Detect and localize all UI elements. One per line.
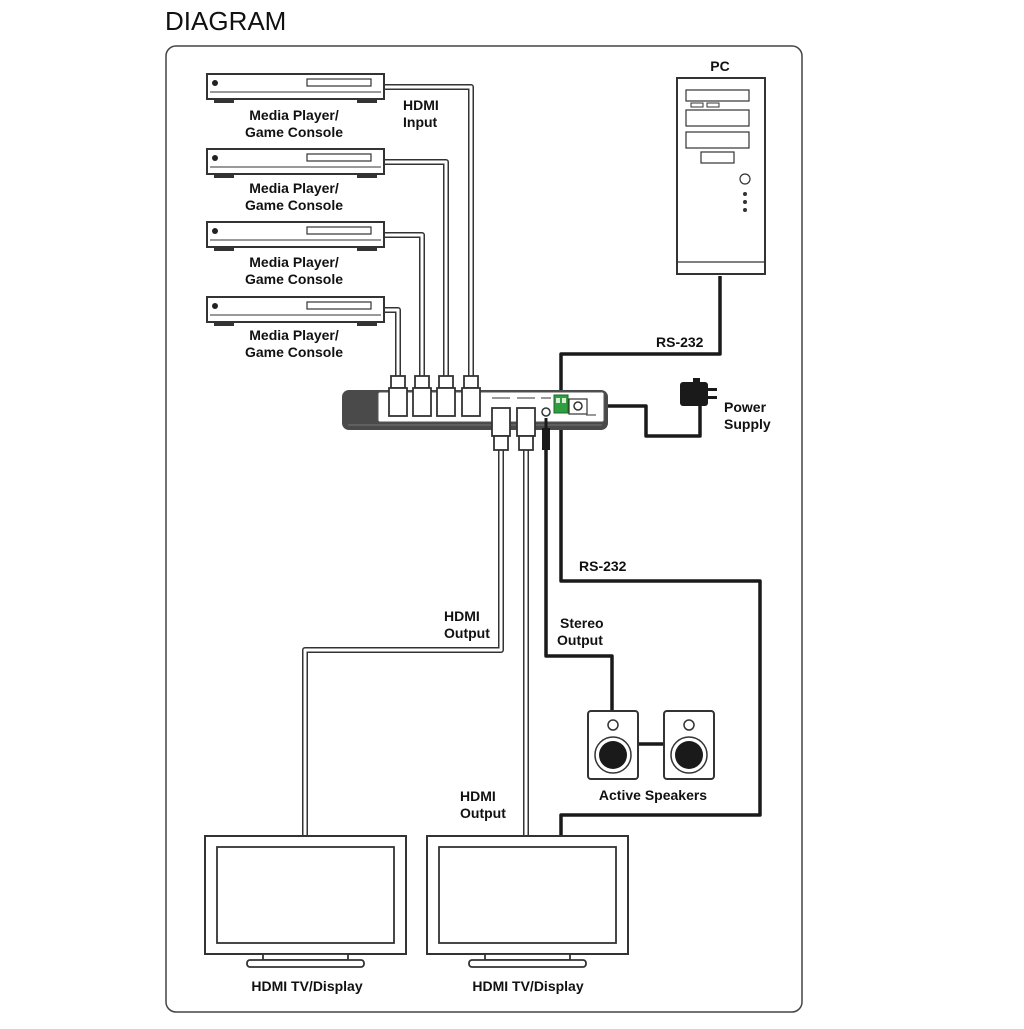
tv-display-2: [426, 835, 629, 968]
pc-tower: [676, 77, 766, 275]
stereo-audio-cable: [544, 450, 614, 712]
hdmi-output-cable-1: [302, 450, 504, 836]
dc-power-jack: [573, 401, 583, 411]
power-supply-adapter: [680, 378, 717, 406]
power-cable: [590, 404, 702, 438]
rs232-label-pc: RS-232: [656, 334, 704, 350]
active-speakers-label: Active Speakers: [599, 787, 707, 803]
media-player-4-label-line1: Media Player/: [249, 327, 339, 343]
tv-display-1: [204, 835, 407, 968]
media-player-2: [206, 148, 385, 178]
stereo-output-label-line2: Output: [557, 632, 603, 648]
stereo-output-label-line1: Stereo: [560, 615, 604, 631]
media-player-2-label-line2: Game Console: [245, 197, 343, 213]
rs232-cable-pc: [559, 276, 722, 396]
speaker-left: [587, 710, 639, 780]
hdmi-output-1-label-line1: HDMI: [444, 608, 480, 624]
media-player-1: [206, 73, 385, 103]
tv-display-2-label: HDMI TV/Display: [472, 978, 583, 994]
pc-label: PC: [710, 58, 729, 74]
media-player-4-label-line2: Game Console: [245, 344, 343, 360]
hdmi-output-connectors: [491, 407, 536, 451]
power-supply-label-line1: Power: [724, 399, 767, 415]
media-player-3-label-line2: Game Console: [245, 271, 343, 287]
rs232-terminal-block: [553, 394, 569, 414]
speaker-right: [663, 710, 715, 780]
tv-display-1-label: HDMI TV/Display: [251, 978, 362, 994]
diagram-frame: [165, 45, 803, 1013]
power-supply-label-line2: Supply: [724, 416, 771, 432]
hdmi-input-cables: [384, 84, 474, 378]
hdmi-input-cable-4: [384, 307, 401, 378]
audio-out-jack: [541, 407, 551, 417]
hdmi-input-label-line2: Input: [403, 114, 438, 130]
rs232-cable-display: [559, 424, 762, 836]
media-player-2-label-line1: Media Player/: [249, 180, 339, 196]
hdmi-input-label-line1: HDMI: [403, 97, 439, 113]
hdmi-output-2-label-line1: HDMI: [460, 788, 496, 804]
audio-plug: [542, 428, 550, 450]
hdmi-output-2-label-line2: Output: [460, 805, 506, 821]
hdmi-input-cable-3: [384, 232, 425, 378]
media-player-1-label-line1: Media Player/: [249, 107, 339, 123]
hdmi-input-connectors: [388, 375, 481, 417]
hdmi-input-cable-2: [384, 159, 449, 378]
hdmi-output-cables: [302, 450, 529, 836]
media-player-1-label-line2: Game Console: [245, 124, 343, 140]
diagram-title: DIAGRAM: [165, 6, 286, 36]
media-player-3: [206, 221, 385, 251]
media-player-4: [206, 296, 385, 326]
media-player-3-label-line1: Media Player/: [249, 254, 339, 270]
rs232-label-display: RS-232: [579, 558, 627, 574]
hdmi-output-1-label-line2: Output: [444, 625, 490, 641]
